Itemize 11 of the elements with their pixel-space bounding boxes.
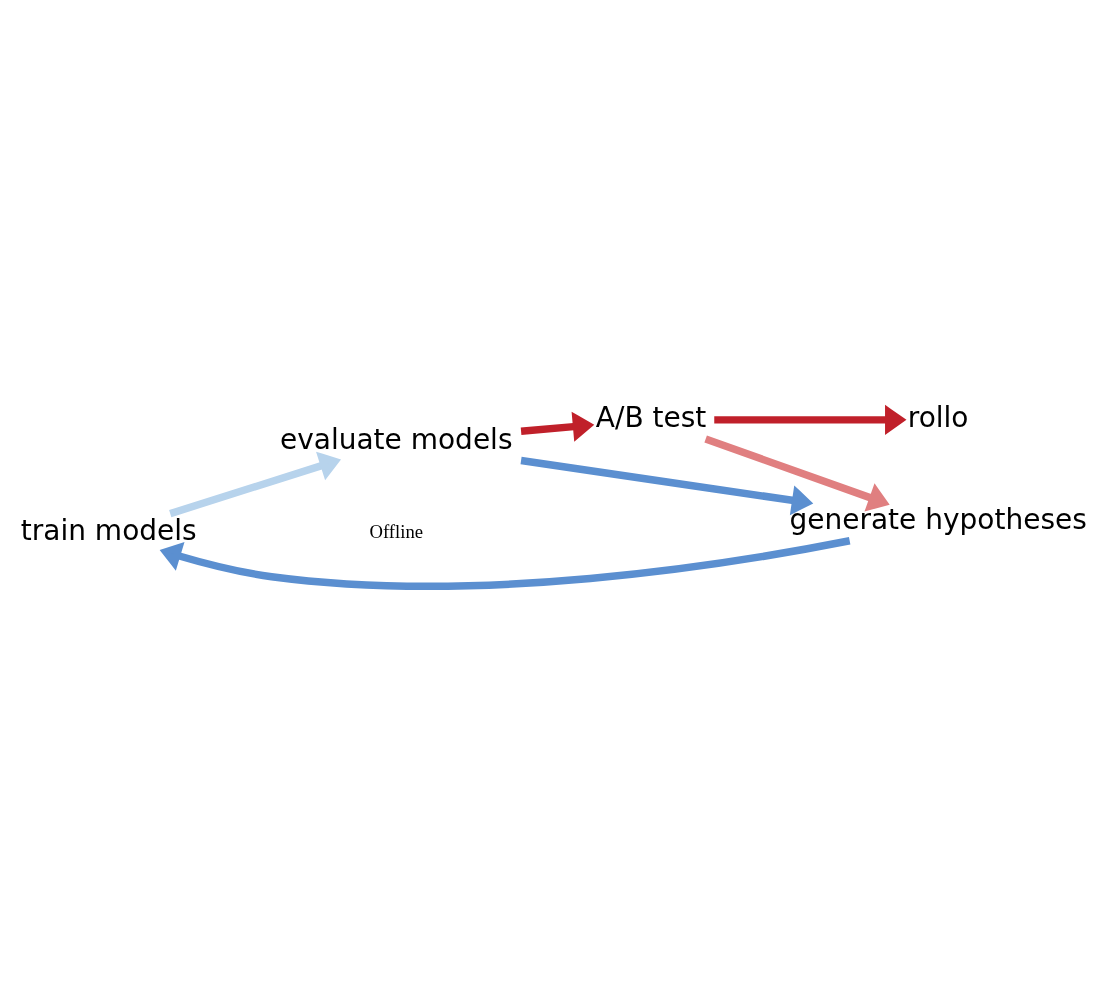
node-text: evaluate models (279, 422, 513, 456)
node-text: generate hypotheses (789, 502, 1087, 536)
arrow (704, 435, 890, 512)
label: Offline (369, 519, 424, 541)
arrow (520, 456, 814, 515)
node-text: train models (20, 513, 197, 547)
arrow (520, 411, 595, 442)
arrow (169, 451, 342, 517)
arrow (159, 536, 851, 590)
node-text: A/B test (595, 400, 707, 434)
node-text: rollo (907, 400, 969, 434)
